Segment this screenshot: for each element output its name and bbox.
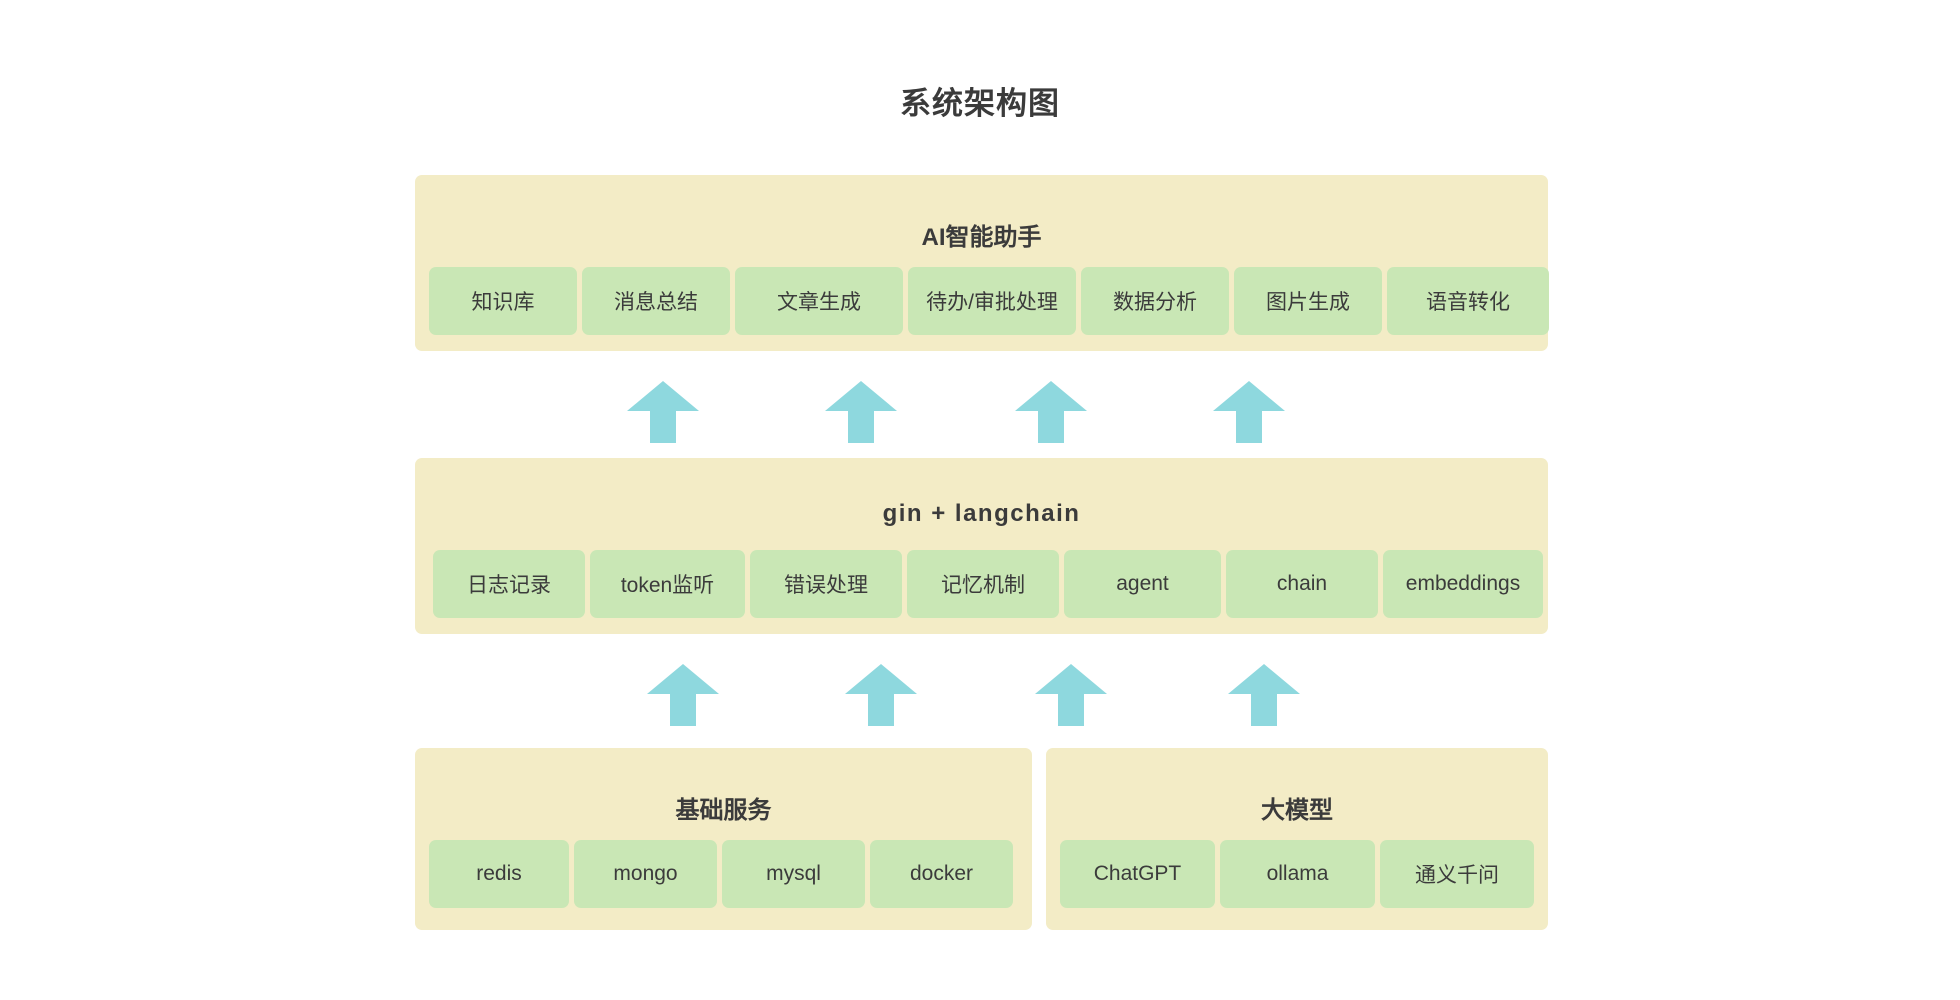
- item-card-error-handling[interactable]: 错误处理: [750, 550, 902, 618]
- arrow-head-icon: [1035, 664, 1107, 694]
- arrow-shaft: [1251, 693, 1277, 726]
- arrow-head-icon: [1228, 664, 1300, 694]
- arrow-head-icon: [1015, 381, 1087, 411]
- item-card-logging[interactable]: 日志记录: [433, 550, 585, 618]
- item-card-token-listener[interactable]: token监听: [590, 550, 745, 618]
- layer-title-gin-langchain: gin + langchain: [882, 500, 1081, 527]
- arrow-up-infra-to-gin-2: [845, 664, 917, 726]
- arrow-up-gin-to-ai-1: [627, 381, 699, 443]
- arrow-shaft: [848, 410, 874, 443]
- item-card-agent[interactable]: agent: [1064, 550, 1221, 618]
- item-card-todo-approval-processing[interactable]: 待办/审批处理: [908, 267, 1076, 335]
- layer-large-models: 大模型 ChatGPT ollama 通义千问: [1046, 748, 1548, 930]
- layer-title-infrastructure: 基础服务: [675, 797, 772, 824]
- item-card-memory-mechanism[interactable]: 记忆机制: [907, 550, 1059, 618]
- arrow-shaft: [868, 693, 894, 726]
- items-row-gin-langchain: 日志记录 token监听 错误处理 记忆机制 agent chain embed…: [433, 550, 1543, 618]
- arrow-head-icon: [825, 381, 897, 411]
- page-title: 系统架构图: [900, 86, 1060, 121]
- arrow-up-gin-to-ai-3: [1015, 381, 1087, 443]
- item-card-knowledge-base[interactable]: 知识库: [429, 267, 577, 335]
- arrow-head-icon: [1213, 381, 1285, 411]
- layer-gin-langchain: gin + langchain 日志记录 token监听 错误处理 记忆机制 a…: [415, 458, 1548, 634]
- arrow-shaft: [1038, 410, 1064, 443]
- items-row-infrastructure: redis mongo mysql docker: [429, 840, 1018, 908]
- arrow-up-infra-to-gin-4: [1228, 664, 1300, 726]
- item-card-message-summary[interactable]: 消息总结: [582, 267, 730, 335]
- arrow-head-icon: [627, 381, 699, 411]
- item-card-redis[interactable]: redis: [429, 840, 569, 908]
- item-card-tongyi-qianwen[interactable]: 通义千问: [1380, 840, 1534, 908]
- item-card-chain[interactable]: chain: [1226, 550, 1378, 618]
- arrow-shaft: [670, 693, 696, 726]
- arrow-shaft: [650, 410, 676, 443]
- item-card-chatgpt[interactable]: ChatGPT: [1060, 840, 1215, 908]
- items-row-ai-assistant: 知识库 消息总结 文章生成 待办/审批处理 数据分析 图片生成 语音转化: [429, 267, 1549, 335]
- layer-infrastructure: 基础服务 redis mongo mysql docker: [415, 748, 1032, 930]
- arrow-head-icon: [845, 664, 917, 694]
- item-card-ollama[interactable]: ollama: [1220, 840, 1375, 908]
- item-card-docker[interactable]: docker: [870, 840, 1013, 908]
- item-card-data-analysis[interactable]: 数据分析: [1081, 267, 1229, 335]
- item-card-voice-conversion[interactable]: 语音转化: [1387, 267, 1549, 335]
- arrow-up-gin-to-ai-2: [825, 381, 897, 443]
- arrow-up-infra-to-gin-1: [647, 664, 719, 726]
- layer-title-ai-assistant: AI智能助手: [921, 224, 1042, 251]
- arrow-shaft: [1058, 693, 1084, 726]
- items-row-large-models: ChatGPT ollama 通义千问: [1060, 840, 1534, 908]
- arrow-head-icon: [647, 664, 719, 694]
- item-card-image-generation[interactable]: 图片生成: [1234, 267, 1382, 335]
- arrow-shaft: [1236, 410, 1262, 443]
- layer-title-large-models: 大模型: [1261, 797, 1333, 824]
- arrow-up-gin-to-ai-4: [1213, 381, 1285, 443]
- item-card-mongo[interactable]: mongo: [574, 840, 717, 908]
- layer-ai-assistant: AI智能助手 知识库 消息总结 文章生成 待办/审批处理 数据分析 图片生成 语…: [415, 175, 1549, 351]
- item-card-embeddings[interactable]: embeddings: [1383, 550, 1543, 618]
- item-card-mysql[interactable]: mysql: [722, 840, 865, 908]
- arrow-up-infra-to-gin-3: [1035, 664, 1107, 726]
- item-card-article-generation[interactable]: 文章生成: [735, 267, 903, 335]
